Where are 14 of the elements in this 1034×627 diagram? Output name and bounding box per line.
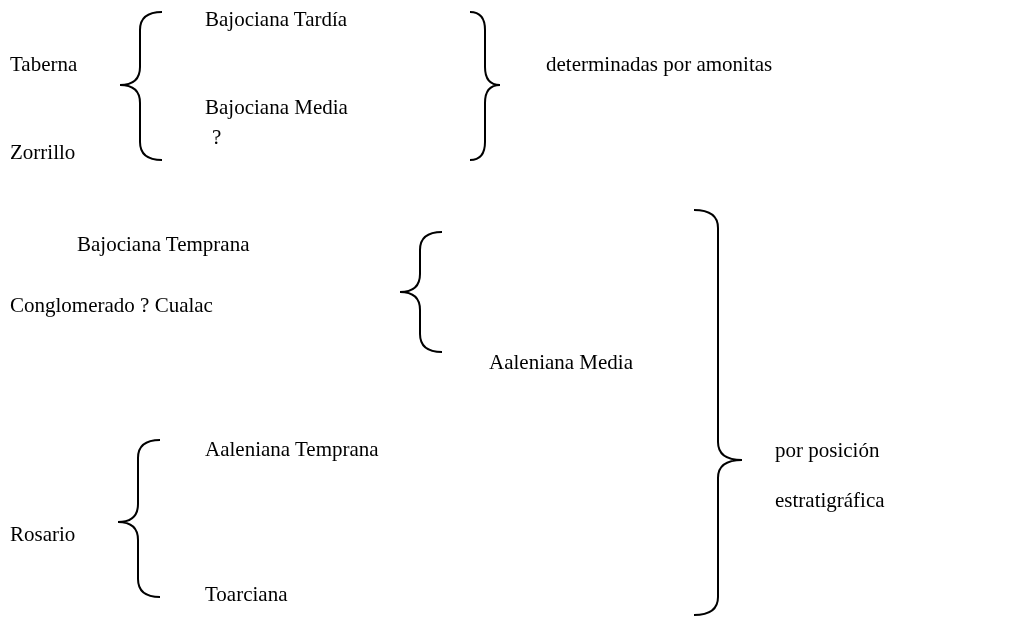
text-label: Aaleniana Temprana — [205, 437, 379, 463]
text-label: ? — [212, 125, 222, 151]
text-label: Aaleniana Media — [489, 350, 634, 376]
text-label: Taberna — [10, 52, 78, 78]
text-label: determinadas por amonitas — [546, 52, 773, 78]
text-label: Toarciana — [205, 582, 288, 608]
text-label: Bajociana Media — [205, 95, 348, 121]
text-label: Bajociana Tardía — [205, 7, 348, 33]
text-label: estratigráfica — [775, 488, 885, 514]
text-label: Conglomerado ? Cualac — [10, 293, 213, 319]
text-label: Zorrillo — [10, 140, 76, 166]
text-label: Bajociana Temprana — [77, 232, 250, 258]
text-label: por posición — [775, 438, 880, 464]
text-label: Rosario — [10, 522, 76, 548]
